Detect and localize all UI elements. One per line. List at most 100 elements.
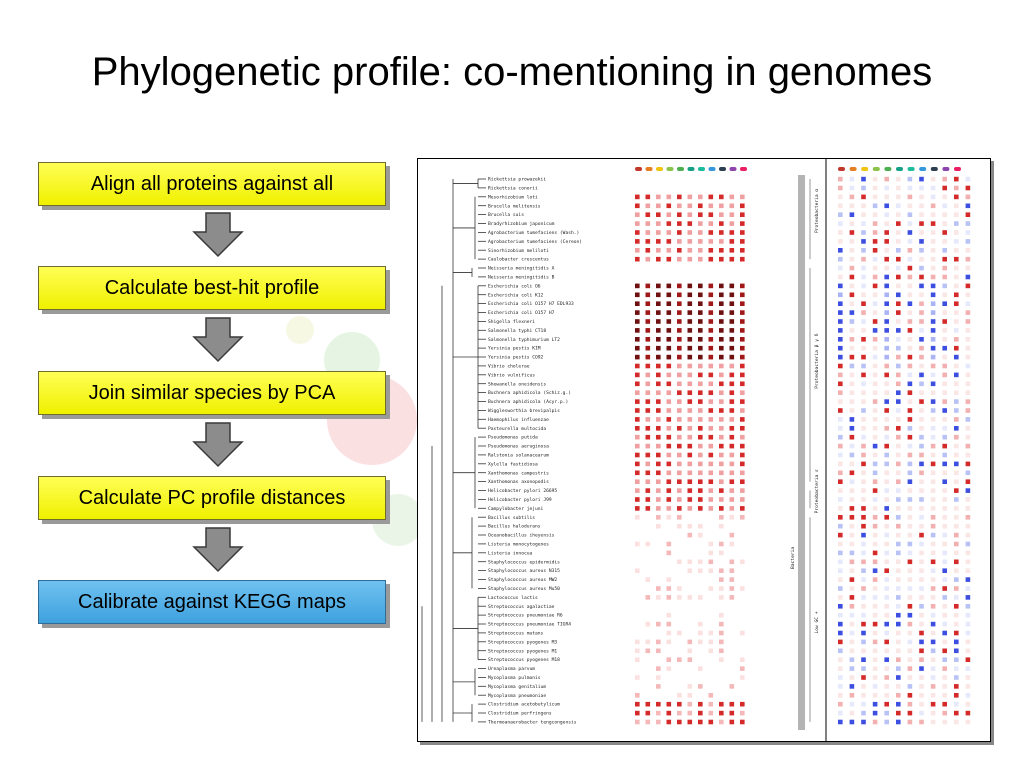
column-header-marker: [954, 167, 961, 171]
profile-cell: [907, 390, 913, 395]
profile-cell: [687, 212, 693, 217]
profile-cell: [954, 461, 959, 467]
profile-cell: [838, 221, 843, 226]
profile-cell: [656, 310, 661, 315]
profile-cell: [930, 693, 936, 698]
profile-cell: [719, 310, 724, 315]
profile-cell: [729, 345, 735, 351]
profile-cell: [954, 470, 959, 476]
column-header-marker: [907, 167, 915, 171]
profile-cell: [872, 639, 878, 645]
profile-cell: [740, 408, 745, 413]
profile-cell: [838, 434, 843, 440]
species-label: Vibrio cholerae: [488, 364, 530, 370]
profile-cell: [907, 497, 913, 502]
profile-cell: [708, 381, 714, 387]
profile-cell: [708, 648, 714, 654]
profile-cell: [919, 586, 924, 591]
species-label: Buchnera aphidicola (Acyr.p.): [488, 399, 568, 405]
profile-cell: [861, 176, 866, 182]
profile-cell: [838, 283, 843, 289]
profile-cell: [954, 292, 959, 298]
profile-cell: [635, 248, 640, 253]
profile-cell: [954, 256, 959, 262]
profile-cell: [930, 515, 936, 520]
profile-cell: [942, 568, 947, 573]
profile-cell: [965, 434, 971, 440]
profile-cell: [849, 363, 855, 369]
profile-cell: [666, 443, 672, 449]
profile-cell: [942, 452, 947, 458]
profile-cell: [930, 203, 936, 209]
species-label: Helicobacter pylori 26695: [488, 488, 557, 494]
profile-cell: [896, 541, 901, 547]
profile-cell: [677, 506, 682, 511]
profile-cell: [965, 693, 971, 698]
profile-cell: [645, 221, 651, 226]
profile-cell: [954, 612, 959, 618]
profile-cell: [861, 684, 866, 689]
profile-cell: [919, 292, 924, 298]
profile-cell: [919, 684, 924, 689]
profile-cell: [666, 212, 672, 217]
profile-cell: [708, 256, 714, 262]
species-label: Xanthomonas axonopodis: [488, 479, 549, 485]
profile-cell: [954, 693, 959, 698]
profile-cell: [861, 274, 866, 280]
profile-cell: [687, 283, 693, 289]
profile-cell: [965, 515, 971, 520]
profile-cell: [896, 354, 901, 360]
group-label: Low GC +: [814, 611, 820, 633]
profile-cell: [687, 408, 693, 413]
profile-cell: [729, 301, 735, 306]
profile-cell: [838, 292, 843, 298]
profile-cell: [666, 612, 672, 618]
profile-cell: [872, 265, 878, 271]
profile-cell: [896, 595, 901, 600]
profile-cell: [919, 212, 924, 217]
profile-cell: [896, 194, 901, 200]
profile-cell: [896, 604, 901, 609]
profile-cell: [884, 372, 889, 378]
profile-cell: [708, 239, 714, 244]
profile-cell: [919, 221, 924, 226]
profile-cell: [719, 212, 724, 217]
profile-cell: [919, 443, 924, 449]
profile-cell: [698, 701, 703, 707]
profile-cell: [930, 443, 936, 449]
profile-cell: [666, 292, 672, 298]
profile-cell: [965, 381, 971, 387]
profile-cell: [698, 417, 703, 422]
profile-cell: [942, 390, 947, 395]
profile-cell: [838, 675, 843, 680]
profile-cell: [907, 434, 913, 440]
profile-cell: [942, 283, 947, 289]
profile-cell: [740, 452, 745, 458]
profile-cell: [635, 568, 640, 573]
profile-cell: [884, 185, 889, 191]
profile-cell: [896, 274, 901, 280]
profile-cell: [708, 630, 714, 636]
profile-cell: [719, 399, 724, 404]
profile-cell: [896, 550, 901, 556]
profile-cell: [698, 372, 703, 378]
profile-cell: [896, 621, 901, 627]
profile-cell: [677, 283, 682, 289]
profile-cell: [687, 470, 693, 476]
profile-cell: [919, 523, 924, 529]
profile-cell: [954, 319, 959, 324]
profile-cell: [896, 586, 901, 591]
profile-cell: [861, 212, 866, 217]
profile-cell: [838, 506, 843, 511]
profile-cell: [849, 452, 855, 458]
profile-cell: [907, 639, 913, 645]
profile-cell: [698, 559, 703, 565]
profile-cell: [930, 470, 936, 476]
profile-cell: [919, 310, 924, 315]
profile-cell: [907, 488, 913, 493]
profile-cell: [907, 452, 913, 458]
species-label: Salmonella typhi CT18: [488, 328, 546, 334]
profile-cell: [896, 710, 901, 716]
profile-cell: [907, 417, 913, 422]
profile-cell: [708, 470, 714, 476]
